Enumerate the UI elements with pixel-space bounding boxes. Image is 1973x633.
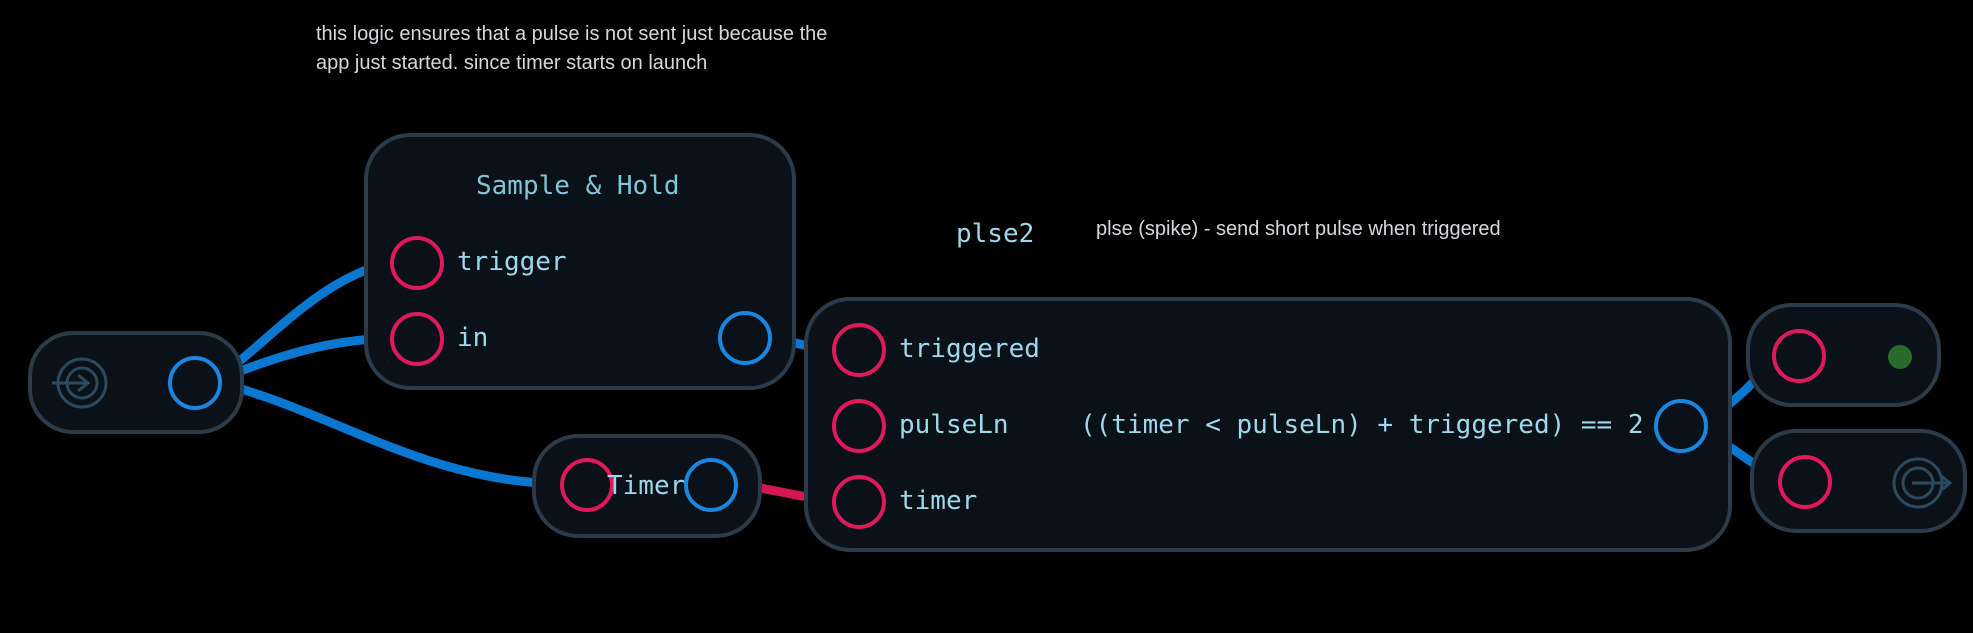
wire-input-to-timer[interactable] — [211, 377, 563, 489]
sample-hold-in-label: in — [457, 323, 489, 353]
sample-hold-node[interactable]: Sample & Hold trigger in — [364, 133, 796, 390]
plse-output-port[interactable] — [1654, 399, 1708, 453]
comment-plse-description: plse (spike) - send short pulse when tri… — [1096, 218, 1501, 240]
output-node-input-port[interactable] — [1778, 455, 1832, 509]
plse-triggered-label: triggered — [899, 334, 1040, 364]
sample-hold-in-port[interactable] — [390, 312, 444, 366]
timer-node-title: Timer — [607, 471, 686, 501]
sample-hold-trigger-label: trigger — [457, 247, 567, 277]
node-title: Sample & Hold — [476, 171, 680, 201]
sample-hold-output-port[interactable] — [718, 311, 772, 365]
plse-timer-label: timer — [899, 486, 978, 516]
plse-node[interactable]: triggered pulseLn timer ((timer < pulseL… — [804, 297, 1732, 552]
status-led-icon — [1888, 345, 1912, 369]
indicator-node[interactable] — [1746, 303, 1941, 407]
plse-triggered-port[interactable] — [832, 323, 886, 377]
plse-timer-port[interactable] — [832, 475, 886, 529]
timer-output-port[interactable] — [684, 458, 738, 512]
plse-node-name: plse2 — [956, 219, 1035, 249]
timer-node[interactable]: Timer — [532, 434, 762, 538]
sample-hold-trigger-port[interactable] — [390, 236, 444, 290]
input-arrow-icon — [52, 357, 108, 409]
plse-pulseln-label: pulseLn — [899, 410, 1009, 440]
output-node[interactable] — [1750, 429, 1967, 533]
plse-expression: ((timer < pulseLn) + triggered) == 2 — [1080, 410, 1644, 440]
comment-startup-logic: this logic ensures that a pulse is not s… — [316, 23, 828, 74]
timer-input-port[interactable] — [560, 458, 614, 512]
plse-pulseln-port[interactable] — [832, 399, 886, 453]
input-node[interactable] — [28, 331, 244, 434]
output-arrow-icon — [1892, 457, 1953, 509]
input-node-output-port[interactable] — [168, 356, 222, 410]
indicator-input-port[interactable] — [1772, 329, 1826, 383]
